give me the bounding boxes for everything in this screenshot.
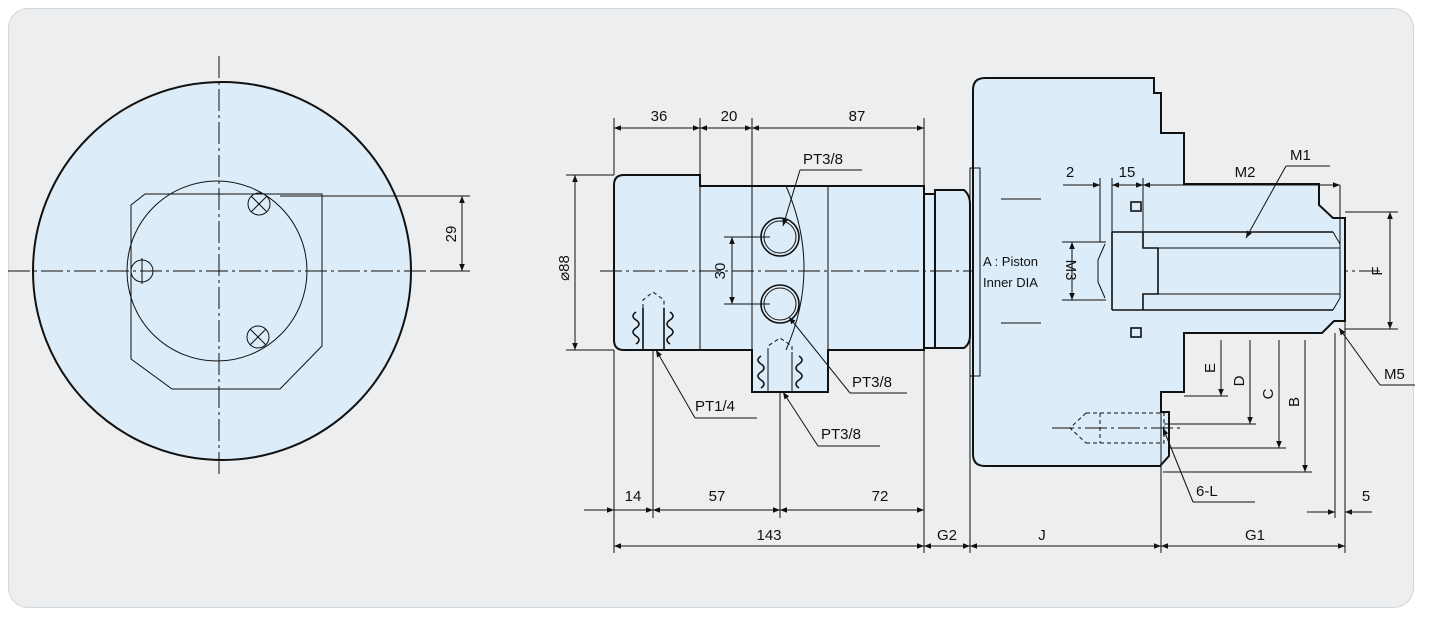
cylinder-body: [613, 174, 925, 393]
end-view: 29: [8, 56, 470, 476]
end-view-mounting-plate: [130, 193, 323, 390]
note-piston-line1: A : Piston: [983, 254, 1038, 269]
dim-15: 15: [1119, 164, 1136, 181]
chuck-dimensions: 2 15 M2 M1 M3 A : Piston Inner DIA F M5 …: [983, 147, 1415, 473]
note-piston-line2: Inner DIA: [983, 275, 1038, 290]
callout-pt14: PT1/4: [695, 398, 735, 415]
callout-pt38-top: PT3/8: [803, 151, 843, 168]
cylinder-flange: [934, 189, 971, 349]
label-f: F: [1369, 266, 1386, 275]
dim-14: 14: [625, 488, 642, 505]
dim-87: 87: [849, 108, 866, 125]
dim-20: 20: [721, 108, 738, 125]
top-dimensions: 36 20 87 ⌀88 30: [556, 108, 925, 351]
side-view: [600, 174, 1380, 393]
dim-m2: M2: [1235, 164, 1256, 181]
label-b: B: [1286, 397, 1303, 407]
dim-30: 30: [712, 263, 729, 280]
label-e: E: [1202, 363, 1219, 373]
dim-72: 72: [872, 488, 889, 505]
label-m1: M1: [1290, 147, 1311, 164]
callouts: PT3/8 PT3/8 PT3/8 PT1/4: [655, 151, 907, 447]
label-d: D: [1231, 375, 1248, 386]
bottom-dimensions: 14 57 72 143 G2 J G1 5 6-L: [584, 321, 1372, 553]
dim-57: 57: [709, 488, 726, 505]
callout-pt38-bot: PT3/8: [821, 426, 861, 443]
label-m5: M5: [1384, 366, 1405, 383]
dim-143: 143: [756, 527, 781, 544]
seal-icon: [1130, 201, 1142, 212]
dim-2: 2: [1066, 164, 1074, 181]
dim-29: 29: [443, 226, 460, 243]
dim-g2: G2: [937, 527, 957, 544]
hole-icon: [247, 192, 271, 216]
dim-5: 5: [1362, 488, 1370, 505]
label-6l: 6-L: [1196, 483, 1218, 500]
hole-icon: [246, 325, 270, 349]
callout-pt38-mid: PT3/8: [852, 374, 892, 391]
seal-icon: [1130, 327, 1142, 338]
dim-g1: G1: [1245, 527, 1265, 544]
label-c: C: [1260, 388, 1277, 399]
dim-j: J: [1038, 527, 1046, 544]
label-m3: M3: [1062, 260, 1079, 281]
dim-dia88: ⌀88: [556, 255, 573, 281]
dim-36: 36: [651, 108, 668, 125]
